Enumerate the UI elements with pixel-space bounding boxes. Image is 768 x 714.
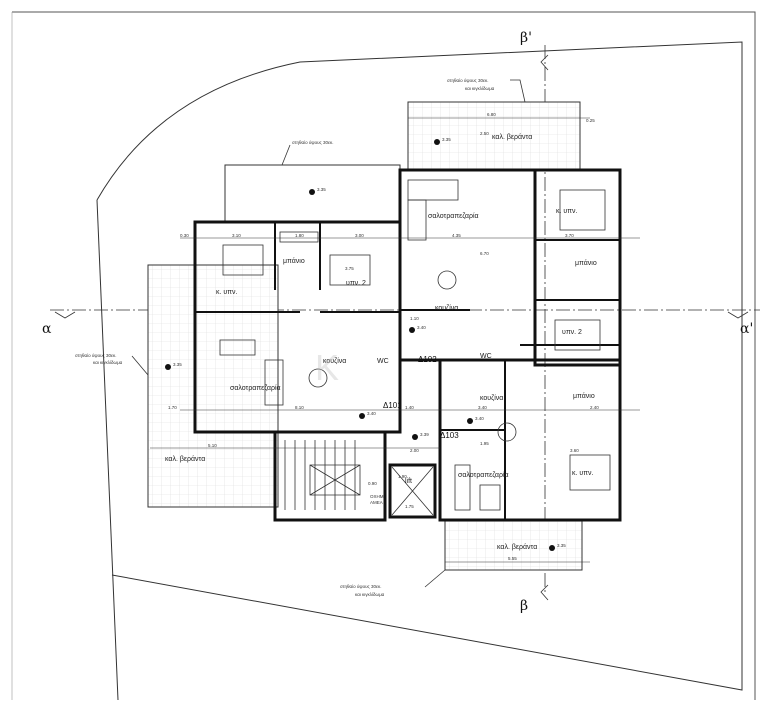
room-kitchen-d103: κουζίνα — [480, 394, 503, 402]
dimension-labels: 6.80 0.25 2.50 0.30 4.35 3.70 3.10 1.80 … — [168, 112, 599, 561]
shaft-label-1: ΟΧΗΜ — [370, 494, 384, 499]
room-veranda-top: καλ. βεράντα — [492, 133, 532, 141]
apartment-d102-center — [398, 168, 537, 362]
lift-shaft — [388, 463, 437, 519]
level-d102: 3.40 — [417, 325, 426, 330]
section-mark-beta-prime: β' — [520, 30, 532, 46]
dim-label: 3.60 — [570, 448, 579, 453]
veranda-bottom — [444, 519, 583, 571]
section-mark-alpha: α — [42, 321, 52, 337]
apartment-tag-d102: Δ102 — [418, 355, 437, 364]
level-d103: 3.40 — [475, 416, 484, 421]
dim-label: 0.90 — [368, 481, 377, 486]
plot-boundary — [96, 41, 743, 691]
dim-label: 3.10 — [232, 233, 241, 238]
watermark-logo: K — [315, 347, 339, 388]
room-bedroom-d101: κ. υπν. — [216, 289, 238, 296]
note-left-2: και κιγκλίδωμα — [93, 360, 123, 365]
dim-label: 1.40 — [405, 405, 414, 410]
dim-label: 2.40 — [590, 405, 599, 410]
room-bathroom-d102: μπάνιο — [575, 259, 597, 267]
apartment-d102-right — [533, 168, 622, 367]
veranda-left — [147, 264, 279, 508]
room-kitchen-d101: κουζίνα — [323, 357, 346, 365]
apartment-d103 — [438, 358, 622, 522]
dim-label: 3.70 — [565, 233, 574, 238]
dim-label: 3.40 — [478, 405, 487, 410]
section-mark-alpha-prime: α' — [740, 321, 753, 337]
dim-label: 0.30 — [180, 233, 189, 238]
room-bedroom2-d101: υπν. 2 — [346, 280, 366, 287]
dim-label: 5.10 — [208, 443, 217, 448]
dim-label: 1.10 — [410, 316, 419, 321]
note-bottom-2: και κιγκλίδωμα — [355, 592, 385, 597]
level-veranda-bottom: 3.35 — [557, 543, 566, 548]
plot-boundary-left — [96, 199, 119, 701]
dim-label: 3.75 — [345, 266, 354, 271]
level-landing: 3.39 — [420, 432, 429, 437]
note-bottom-1: στηθαίο ύψους 30εκ. — [340, 583, 381, 589]
dim-label: 4.35 — [452, 233, 461, 238]
dim-label: 3.00 — [355, 233, 364, 238]
apartment-tag-d103: Δ103 — [440, 431, 459, 440]
dim-label: 1.90 — [398, 474, 407, 479]
dim-label: 1.70 — [168, 405, 177, 410]
dim-label: 5.55 — [508, 556, 517, 561]
note-top-1: στηθαίο ύψους 30εκ. — [447, 77, 488, 83]
room-bedroom-d103: κ. υπν. — [572, 470, 594, 477]
dim-label: 0.25 — [586, 118, 595, 123]
note-upper-left: στηθαίο ύψους 30εκ. — [292, 139, 333, 145]
room-lift: lift — [405, 478, 412, 485]
note-top-2: και κιγκλίδωμα — [465, 86, 495, 91]
room-living-dining-d103: σαλοτραπεζαρία — [458, 471, 509, 479]
dining-table-icons — [219, 179, 611, 511]
level-veranda-top: 3.35 — [442, 137, 451, 142]
room-veranda-left: καλ. βεράντα — [165, 455, 205, 463]
level-veranda-left: 3.35 — [173, 362, 182, 367]
dim-label: 8.10 — [295, 405, 304, 410]
room-bathroom-d101: μπάνιο — [283, 257, 305, 265]
level-d101: 3.40 — [367, 411, 376, 416]
dim-label: 1.75 — [405, 504, 414, 509]
room-bedroom2-d102: υπν. 2 — [562, 329, 582, 336]
room-bedroom-d102: κ. υπν. — [556, 208, 578, 215]
dim-label: 2.50 — [480, 131, 489, 136]
level-balcony-upper-left: 3.35 — [317, 187, 326, 192]
lift-cross — [391, 466, 434, 516]
shaft-label-2: ΑΜΕΑ — [370, 500, 383, 505]
dim-label: 2.00 — [410, 448, 419, 453]
notes: στηθαίο ύψους 30εκ. και κιγκλίδωμα στηθα… — [75, 77, 526, 597]
dim-label: 6.70 — [480, 251, 489, 256]
room-veranda-bottom: καλ. βεράντα — [497, 543, 537, 551]
room-wc-d102: WC — [480, 353, 492, 360]
room-living-dining-d101: σαλοτραπεζαρία — [230, 384, 281, 392]
room-kitchen-d102: κουζίνα — [435, 304, 458, 312]
dim-label: 1.95 — [480, 441, 489, 446]
room-wc-d101: WC — [377, 358, 389, 365]
room-bathroom-d103: μπάνιο — [573, 392, 595, 400]
dim-label: 1.80 — [295, 233, 304, 238]
dimension-lines — [150, 117, 640, 563]
stairs — [284, 440, 361, 510]
veranda-top — [407, 101, 581, 171]
level-markers: 3.35 3.35 3.35 3.35 3.40 3.40 3.40 3.39 — [165, 137, 566, 551]
stairwell — [273, 430, 387, 522]
apartment-tag-d101: Δ101 — [383, 401, 402, 410]
note-left-1: στηθαίο ύψους 30εκ. — [75, 352, 116, 358]
room-living-dining-d102: σαλοτραπεζαρία — [428, 212, 479, 220]
sheet-frame — [12, 11, 756, 700]
section-mark-beta: β — [520, 598, 528, 614]
dim-label: 6.80 — [487, 112, 496, 117]
